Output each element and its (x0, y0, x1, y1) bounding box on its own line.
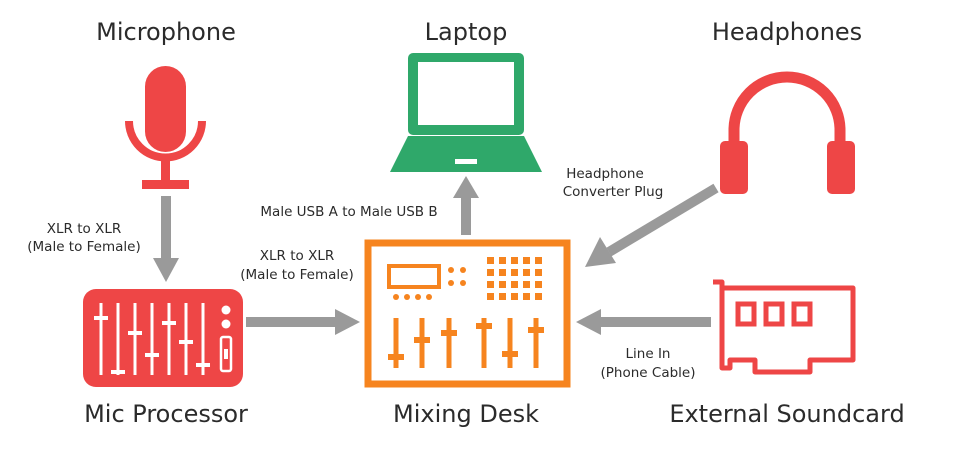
mic-to-processor-label-line2: (Male to Female) (27, 239, 140, 255)
soundcard-icon (713, 279, 856, 375)
mic-to-processor-label-line1: XLR to XLR (47, 221, 121, 237)
headphones-title: Headphones (712, 18, 862, 46)
microphone-title: Microphone (96, 18, 236, 46)
soundcard-to-desk-label-line1: Line In (626, 346, 671, 362)
desk-to-laptop-label: Male USB A to Male USB B (260, 204, 437, 220)
arrow-headphones-to-desk (585, 183, 719, 267)
headphones-icon (720, 71, 855, 194)
mixing-desk-title: Mixing Desk (393, 400, 539, 428)
mixing-desk-icon (364, 239, 571, 388)
processor-to-desk-label-line1: XLR to XLR (260, 248, 334, 264)
arrow-processor-to-desk (246, 309, 360, 335)
mic-processor-title: Mic Processor (84, 400, 248, 428)
processor-to-desk-label-line2: (Male to Female) (240, 267, 353, 283)
arrow-desk-to-laptop (453, 176, 479, 235)
microphone-icon (125, 66, 206, 189)
mic-processor-icon (83, 289, 243, 387)
laptop-icon (390, 53, 542, 172)
headphones-to-desk-label-line2: Converter Plug (563, 184, 664, 200)
laptop-title: Laptop (425, 18, 508, 46)
soundcard-to-desk-label-line2: (Phone Cable) (601, 365, 696, 381)
arrow-mic-to-processor (153, 196, 179, 282)
arrow-soundcard-to-desk (576, 309, 711, 335)
external-soundcard-title: External Soundcard (669, 400, 904, 428)
headphones-to-desk-label-line1: Headphone (566, 166, 644, 182)
